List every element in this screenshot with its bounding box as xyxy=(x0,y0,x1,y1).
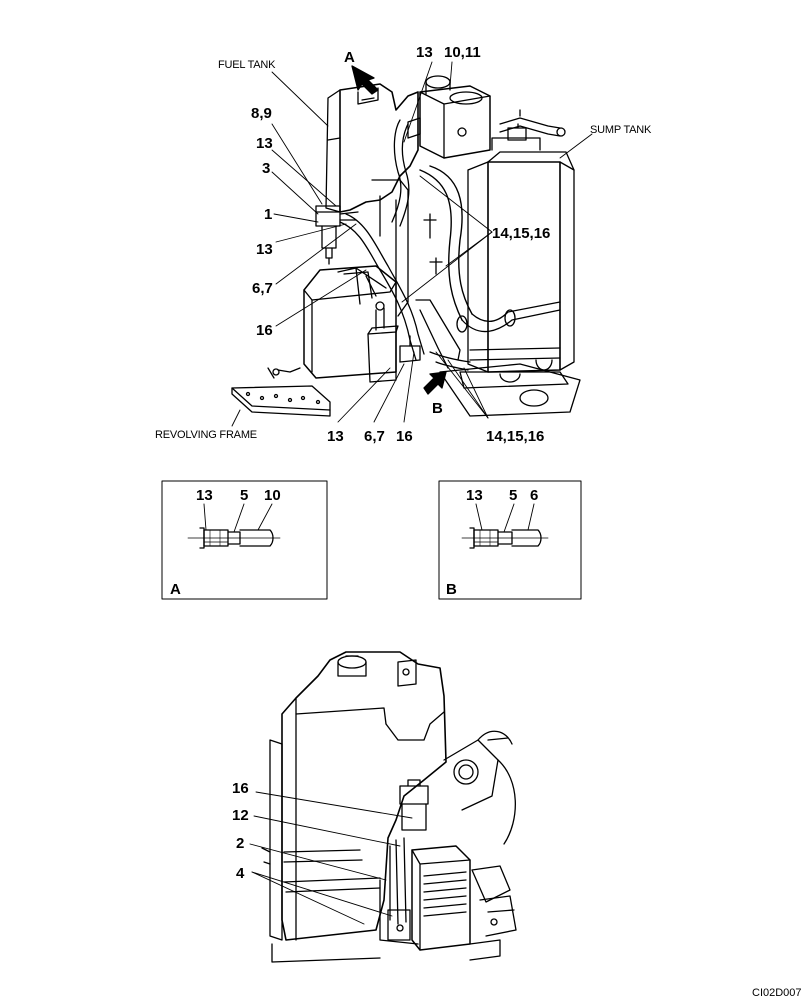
detail-a-callout-10: 10 xyxy=(264,487,281,504)
callout-10-11: 10,11 xyxy=(444,44,481,61)
detail-a-label: A xyxy=(170,581,181,598)
callout-8-9: 8,9 xyxy=(251,105,272,122)
leader-lines xyxy=(231,61,593,427)
callout-4: 4 xyxy=(236,865,245,882)
callout-13-left-a: 13 xyxy=(256,135,273,152)
callout-16-bottom-view: 16 xyxy=(232,780,249,797)
callout-13-left-b: 13 xyxy=(256,241,273,258)
callout-14-15-16-lower: 14,15,16 xyxy=(486,428,544,445)
detail-a-callout-5: 5 xyxy=(240,487,248,504)
callout-14-15-16-upper: 14,15,16 xyxy=(492,225,550,242)
fuel-tank xyxy=(325,83,419,317)
callout-3: 3 xyxy=(262,160,270,177)
view-arrow-a-label: A xyxy=(344,49,355,66)
lower-pump-box xyxy=(267,265,397,379)
figure-code: CI02D007 xyxy=(752,987,802,999)
detail-b-callout-6: 6 xyxy=(530,487,538,504)
detail-a xyxy=(161,480,328,600)
strainer-housing xyxy=(407,75,491,159)
callout-16-bottom: 16 xyxy=(396,428,413,445)
main-assembly-view xyxy=(231,61,593,427)
detail-b-label: B xyxy=(446,581,457,598)
caption-revolving-frame: REVOLVING FRAME xyxy=(155,429,257,441)
bottom-assembly-view xyxy=(249,651,517,963)
callout-1: 1 xyxy=(264,206,272,223)
callout-6-7-bottom: 6,7 xyxy=(364,428,385,445)
detail-a-callout-13: 13 xyxy=(196,487,213,504)
callout-6-7-left: 6,7 xyxy=(252,280,273,297)
detail-b-callout-13: 13 xyxy=(466,487,483,504)
detail-b-callout-5: 5 xyxy=(509,487,517,504)
view-arrow-a-shape xyxy=(351,65,379,95)
view-arrow-b-label: B xyxy=(432,400,443,417)
callout-13-top: 13 xyxy=(416,44,433,61)
caption-fuel-tank: FUEL TANK xyxy=(218,59,276,71)
detail-b xyxy=(438,480,582,600)
view-arrow-b-shape xyxy=(423,371,447,395)
hose-run xyxy=(339,119,561,371)
fuel-filter xyxy=(315,205,359,265)
callout-16-left: 16 xyxy=(256,322,273,339)
revolving-frame-plate xyxy=(231,363,581,417)
callout-13-bottom: 13 xyxy=(327,428,344,445)
sump-tank xyxy=(459,109,575,389)
caption-sump-tank: SUMP TANK xyxy=(590,124,652,136)
callout-2: 2 xyxy=(236,835,244,852)
callout-12: 12 xyxy=(232,807,249,824)
